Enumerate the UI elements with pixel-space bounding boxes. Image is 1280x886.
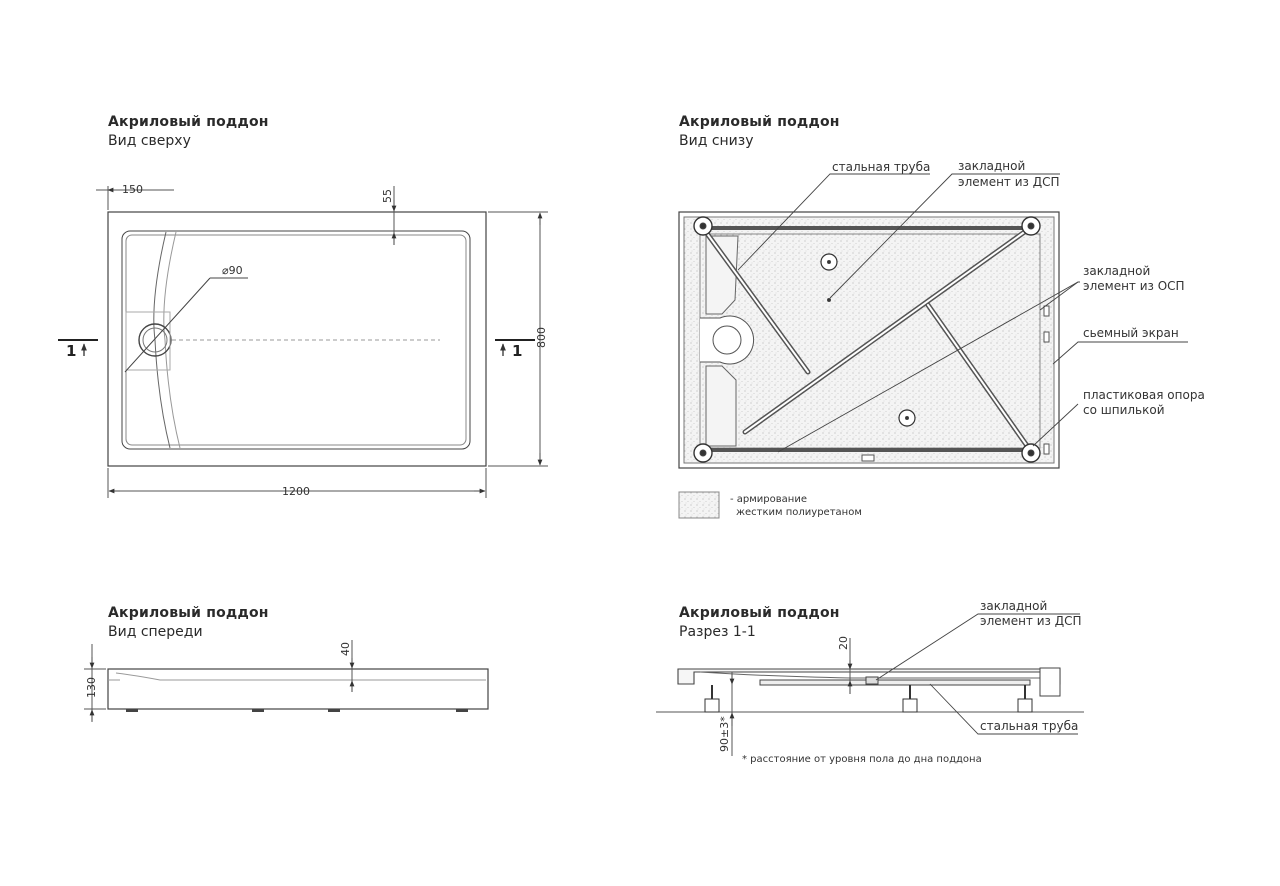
label-screen: сьемный экран	[1083, 326, 1179, 340]
dim-1200-label: 1200	[282, 485, 310, 498]
front-view	[84, 640, 489, 722]
drain-outer	[138, 323, 172, 357]
leader-chipboard	[829, 173, 1060, 299]
tray-inner-edge	[125, 234, 467, 446]
leader-steel-pipe	[737, 173, 930, 271]
drain-box	[125, 311, 171, 371]
leg-foot-2	[902, 698, 918, 713]
drain-ring	[712, 325, 742, 355]
label-osb-2: элемент из ОСП	[1083, 279, 1185, 293]
label-chipboard-1: закладной	[958, 159, 1025, 173]
label-steel-pipe: стальная труба	[832, 160, 930, 174]
label-osb-1: закладной	[1083, 264, 1150, 278]
label-section-chipboard-1: закладной	[980, 599, 1047, 613]
leader-section-pipe	[929, 683, 1078, 735]
tray-outline	[107, 211, 487, 467]
bottom-view-subtitle: Вид снизу	[679, 133, 754, 149]
dim-55-label: 55	[381, 189, 394, 203]
section-chipboard	[865, 676, 879, 685]
leader-support	[1032, 403, 1079, 447]
legend-text-1: - армирование	[730, 494, 807, 505]
section-mark-left-label: 1	[66, 342, 76, 360]
bottom-view	[678, 173, 1188, 519]
dim-150-label: 150	[122, 183, 143, 196]
drain-leader	[124, 277, 211, 373]
top-view-title: Акриловый поддон	[108, 114, 269, 130]
top-view-subtitle: Вид сверху	[108, 133, 191, 149]
top-view	[58, 186, 548, 498]
tray-front-outline	[107, 668, 489, 710]
dim-20-label: 20	[837, 636, 850, 650]
leg-foot-3	[1017, 698, 1033, 713]
section-mark-right-label: 1	[512, 342, 522, 360]
legend-text-2: жестким полиуретаном	[736, 507, 862, 518]
slope-line-1	[153, 231, 171, 449]
bottom-view-title: Акриловый поддон	[679, 114, 840, 130]
leader-osb-right	[1039, 281, 1079, 311]
screen-section	[1039, 667, 1061, 697]
section-view	[656, 613, 1084, 756]
front-view-subtitle: Вид спереди	[108, 624, 203, 640]
legend-swatch	[678, 491, 720, 519]
dim-90-label: 90±3*	[718, 716, 731, 752]
dim-130-label: 130	[85, 677, 98, 698]
section-steel-pipe	[759, 679, 1031, 686]
drain-label: ⌀90	[222, 264, 243, 277]
front-inner-line	[115, 672, 486, 681]
section-view-title: Акриловый поддон	[679, 605, 840, 621]
drain-inner	[142, 327, 168, 353]
label-section-pipe: стальная труба	[980, 719, 1078, 733]
chipboard-left-bottom	[705, 365, 737, 447]
chipboard-left-top	[705, 235, 739, 315]
dim-40-label: 40	[339, 642, 352, 656]
slope-line-2	[163, 231, 181, 449]
label-support-1: пластиковая опора	[1083, 388, 1205, 402]
label-support-2: со шпилькой	[1083, 403, 1165, 417]
label-section-chipboard-2: элемент из ДСП	[980, 614, 1082, 628]
section-view-subtitle: Разрез 1-1	[679, 624, 756, 640]
leg-foot-1	[704, 698, 720, 713]
leader-section-chipboard	[875, 613, 1080, 681]
label-chipboard-2: элемент из ДСП	[958, 175, 1060, 189]
leader-screen	[1052, 341, 1188, 365]
footnote: * расстояние от уровня пола до дна поддо…	[742, 754, 982, 765]
dim-800-label: 800	[535, 327, 548, 348]
front-view-title: Акриловый поддон	[108, 605, 269, 621]
tray-inner-bowl	[121, 230, 471, 450]
